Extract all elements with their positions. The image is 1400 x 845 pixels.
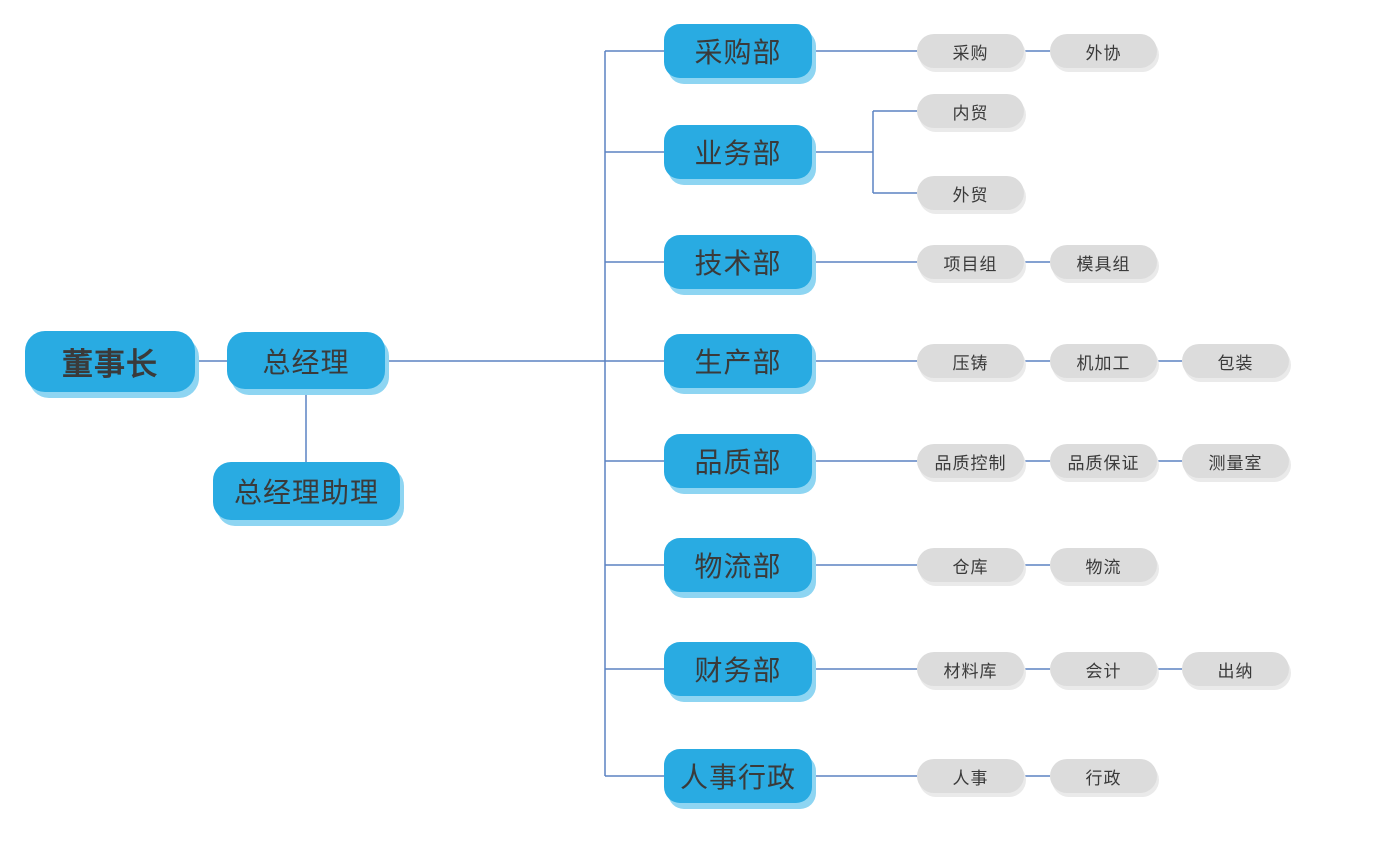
dept-node-technical: 技术部 (664, 235, 812, 289)
dept-node-finance: 财务部 (664, 642, 812, 696)
dept-node-business: 业务部 (664, 125, 812, 179)
sub-node-measuring-room: 测量室 (1182, 444, 1289, 478)
sub-node-warehouse: 仓库 (917, 548, 1024, 582)
dept-node-logistics: 物流部 (664, 538, 812, 592)
sub-node-material-warehouse: 材料库 (917, 652, 1024, 686)
sub-node-procurement: 采购 (917, 34, 1024, 68)
dept-node-quality: 品质部 (664, 434, 812, 488)
sub-node-admin: 行政 (1050, 759, 1157, 793)
general-manager-node: 总经理 (227, 332, 385, 389)
sub-node-cashier: 出纳 (1182, 652, 1289, 686)
dept-node-hr-admin: 人事行政 (664, 749, 812, 803)
sub-node-machining: 机加工 (1050, 344, 1157, 378)
sub-node-project-team: 项目组 (917, 245, 1024, 279)
chairman-node: 董事长 (25, 331, 195, 392)
sub-node-foreign-trade: 外贸 (917, 176, 1024, 210)
sub-node-quality-control: 品质控制 (917, 444, 1024, 478)
sub-node-quality-assurance: 品质保证 (1050, 444, 1157, 478)
dept-node-production: 生产部 (664, 334, 812, 388)
sub-node-logistics: 物流 (1050, 548, 1157, 582)
sub-node-domestic-trade: 内贸 (917, 94, 1024, 128)
sub-node-packaging: 包装 (1182, 344, 1289, 378)
gm-assistant-node: 总经理助理 (213, 462, 400, 520)
sub-node-accounting: 会计 (1050, 652, 1157, 686)
sub-node-hr: 人事 (917, 759, 1024, 793)
sub-node-die-casting: 压铸 (917, 344, 1024, 378)
sub-node-outsourcing: 外协 (1050, 34, 1157, 68)
dept-node-purchasing: 采购部 (664, 24, 812, 78)
sub-node-mold-team: 模具组 (1050, 245, 1157, 279)
